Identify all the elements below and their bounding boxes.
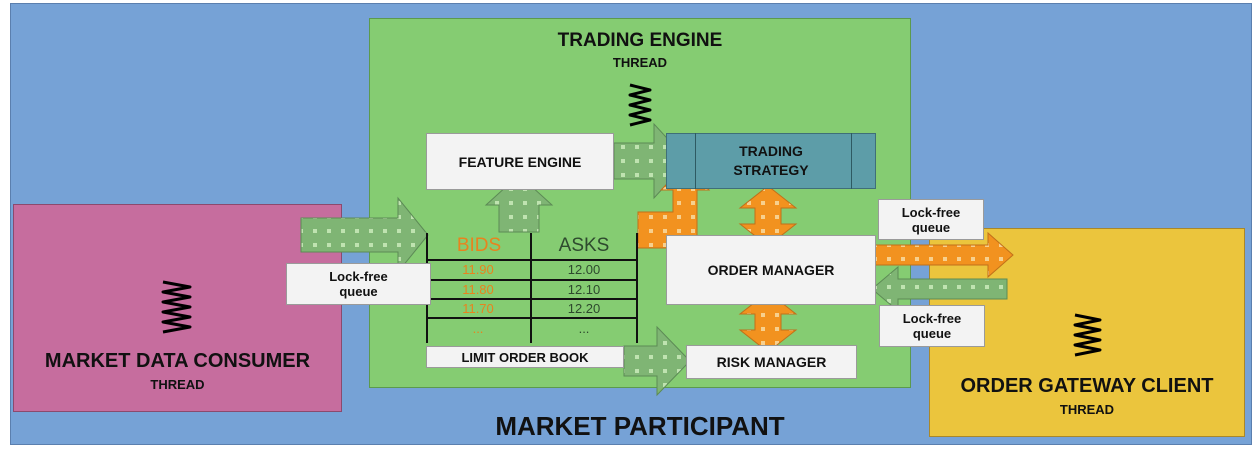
ask-price: 12.10: [567, 282, 601, 297]
incoming-lock-free-queue-label: Lock-free queue: [879, 305, 985, 347]
asks-header: ASKS: [558, 235, 610, 256]
order-gateway-thread-spring-icon: [1073, 313, 1102, 357]
ask-price: 12.20: [567, 301, 601, 316]
risk-manager-box: RISK MANAGER: [686, 345, 857, 379]
order-gateway-client-title: ORDER GATEWAY CLIENT: [960, 375, 1214, 397]
bid-price: 11.70: [462, 301, 494, 316]
trading-strategy-divider: [851, 133, 852, 189]
arrow-gateway-to-order-manager: [871, 265, 1008, 313]
risk-manager-label: RISK MANAGER: [716, 354, 827, 370]
trading-engine-title: TRADING ENGINE: [557, 30, 723, 51]
order-manager-label: ORDER MANAGER: [707, 262, 835, 278]
limit-order-book-label: LIMIT ORDER BOOK: [461, 349, 589, 365]
market-data-thread-spring-icon: [161, 280, 192, 334]
feature-engine-label: FEATURE ENGINE: [458, 153, 582, 170]
mdc-lock-free-queue-label: Lock-free queue: [286, 263, 431, 305]
outgoing-lock-free-queue-label: Lock-free queue: [878, 199, 984, 240]
bid-price: 11.80: [462, 282, 494, 297]
bid-price: ...: [472, 321, 484, 336]
ask-price: 12.00: [567, 262, 601, 277]
trading-strategy-label-line1: TRADING: [739, 143, 803, 159]
bid-price: 11.90: [462, 262, 494, 277]
arrow-book-to-risk-manager: [623, 325, 691, 397]
trading-strategy-label-line2: STRATEGY: [733, 162, 809, 178]
limit-order-book-label-box: LIMIT ORDER BOOK: [426, 346, 624, 368]
trading-engine-container: [369, 18, 911, 388]
market-data-consumer-title: MARKET DATA CONSUMER: [44, 350, 311, 372]
ask-price: ...: [578, 321, 590, 336]
market-data-consumer-subtitle: THREAD: [150, 377, 205, 392]
trading-strategy-box: TRADING STRATEGY: [666, 133, 876, 189]
order-manager-box: ORDER MANAGER: [666, 235, 876, 305]
trading-strategy-divider: [695, 133, 696, 189]
arrow-mdc-to-order-book: [300, 196, 429, 274]
market-participant-label: MARKET PARTICIPANT: [495, 411, 785, 441]
arrow-book-to-feature-engine: [484, 174, 554, 233]
feature-engine-box: FEATURE ENGINE: [426, 133, 614, 190]
trading-engine-subtitle: THREAD: [612, 55, 668, 70]
bids-header: BIDS: [456, 235, 502, 256]
limit-order-book-table: BIDS ASKS 11.90 12.00 11.80 12.10 11.70 …: [426, 233, 638, 343]
arrow-order-manager-to-gateway: [868, 231, 1014, 279]
trading-engine-thread-spring-icon: [628, 83, 652, 127]
order-gateway-client-subtitle: THREAD: [1059, 402, 1115, 417]
